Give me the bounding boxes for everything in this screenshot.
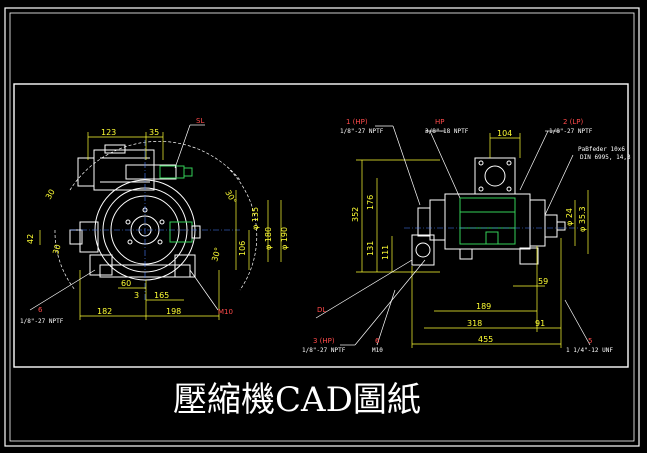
dim-3: 3 (134, 291, 139, 300)
label-dl: DL (317, 306, 326, 314)
dim-30-a: 30 (44, 188, 57, 201)
label-1-hp: 1 (HP) (346, 118, 368, 126)
swing-arc-right (229, 169, 258, 291)
swing-arc (69, 141, 241, 191)
dim-176: 176 (366, 195, 375, 210)
dim-59: 59 (538, 277, 548, 286)
main-body (444, 193, 531, 250)
left-view (54, 140, 258, 300)
left-port-block (411, 234, 435, 266)
note-pabfeder: PaBfeder 10x6 (578, 146, 625, 153)
drawing-border (13, 83, 629, 368)
dim-42: 42 (26, 234, 35, 244)
right-dimension-lines (356, 133, 589, 348)
head-flange (77, 157, 95, 187)
label-2-lp: 2 (LP) (563, 118, 584, 126)
dim-198: 198 (166, 307, 181, 316)
label-sl: SL (196, 117, 204, 125)
dim-91: 91 (535, 319, 545, 328)
dim-111: 111 (381, 245, 390, 260)
label-m10-left: M10 (218, 308, 233, 316)
dim-phi-24: φ 24 (565, 208, 574, 226)
cylinder-body (93, 149, 155, 191)
dim-phi-180: φ 180 (264, 227, 273, 250)
left-leader-lines (29, 124, 219, 311)
green-housing (459, 197, 516, 245)
label-6-right: 6 (375, 337, 380, 345)
dim-182: 182 (97, 307, 112, 316)
note-1-hp-npt: 1/8"-27 NPTF (340, 128, 384, 135)
dim-189: 189 (476, 302, 491, 311)
dim-352: 352 (351, 207, 360, 222)
dim-123: 123 (101, 128, 116, 137)
label-3-hp: 3 (HP) (313, 337, 335, 345)
drawing-caption: 壓縮機CAD圖紙 (173, 380, 421, 420)
dim-35: 35 (149, 128, 159, 137)
note-left-npt: 1/8"-27 NPTF (20, 318, 64, 325)
top-flange (474, 157, 516, 195)
label-6-left: 6 (38, 306, 43, 314)
dim-318: 318 (467, 319, 482, 328)
right-leader-lines (315, 125, 591, 346)
dim-455: 455 (478, 335, 493, 344)
valve-green (159, 165, 185, 179)
inner-frame (9, 12, 635, 442)
dim-60: 60 (121, 279, 131, 288)
dim-104: 104 (497, 129, 512, 138)
label-hp: HP (435, 118, 445, 126)
dim-phi-135: φ 135 (251, 207, 260, 230)
dim-165: 165 (154, 291, 169, 300)
dim-phi-190: φ 190 (280, 227, 289, 250)
dim-106: 106 (238, 241, 247, 256)
note-unf: 1 1/4"-12 UNF (566, 347, 613, 354)
note-2-lp-npt: 1/8"-27 NPTF (549, 128, 593, 135)
note-hp-npt: 3/8"-18 NPTF (425, 128, 469, 135)
dim-30-b: 30 (51, 243, 62, 255)
label-5: 5 (588, 337, 592, 345)
outer-frame (4, 7, 640, 447)
note-din: DIN 6995, 14,3 (580, 154, 631, 161)
swing-arc-left (54, 229, 76, 291)
left-dimension-lines (39, 132, 282, 320)
dim-phi-35-3: φ 35.3 (578, 206, 587, 232)
note-m10-right: M10 (372, 347, 383, 354)
dim-131: 131 (366, 241, 375, 256)
note-3-hp-npt: 1/8"-27 NPTF (302, 347, 346, 354)
shaft (544, 214, 558, 238)
right-view (404, 157, 580, 266)
dim-30-d: 30° (210, 246, 222, 262)
